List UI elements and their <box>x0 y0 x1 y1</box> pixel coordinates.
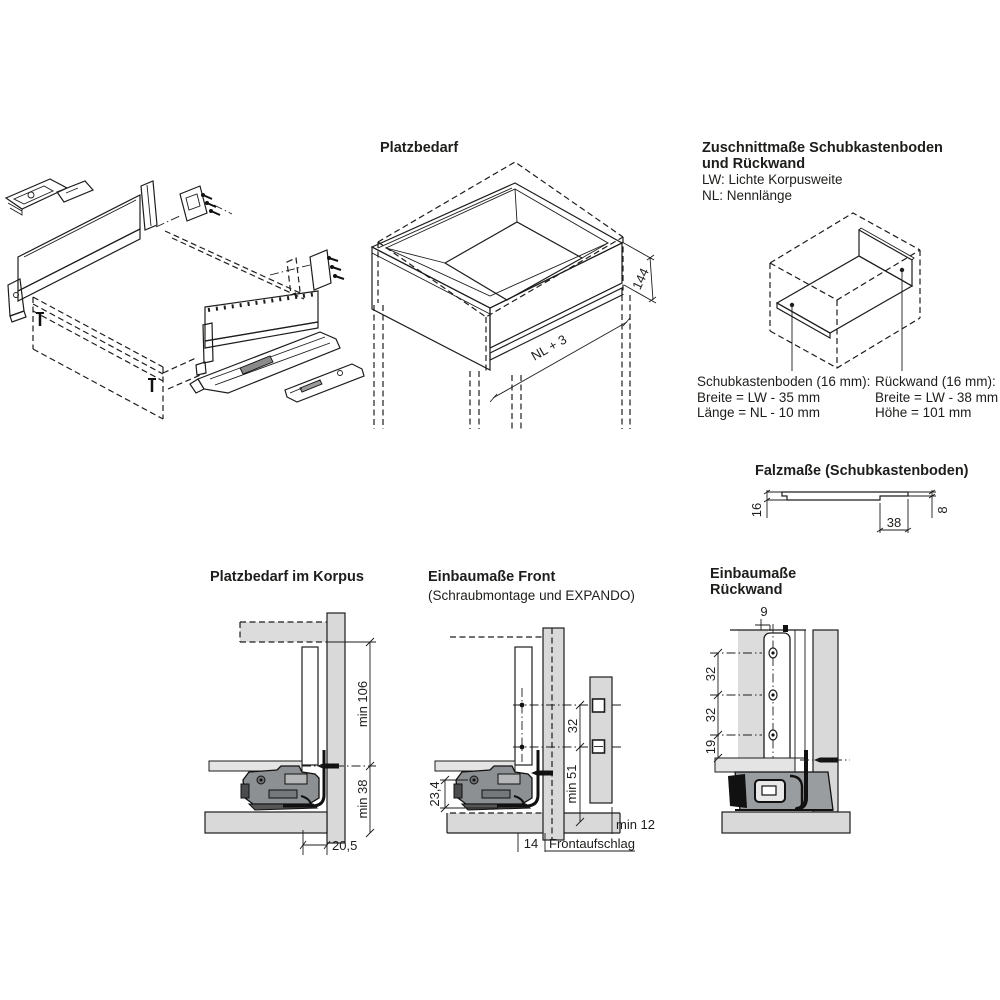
dim-min12-label: min 12 <box>616 817 655 832</box>
rear-mechanism <box>728 750 834 811</box>
dim-min38-label: min 38 <box>355 779 370 818</box>
cabinet-bottom <box>721 811 851 834</box>
rueckwand-spec-hoehe: Höhe = 101 mm <box>875 405 972 420</box>
dim-left: 32 32 19 <box>703 648 723 763</box>
dim-bottom-row: 14 Frontaufschlag <box>517 833 635 852</box>
zuschnitt-title-line2: und Rückwand <box>702 156 806 172</box>
legend-lw: LW: Lichte Korpusweite <box>702 172 843 187</box>
locking-unit <box>284 363 365 403</box>
dim-19-label: 19 <box>703 740 718 754</box>
falz-drawing: 16 38 8 <box>749 489 950 533</box>
drawer-side-profile <box>301 646 319 766</box>
hook-tab <box>783 625 788 632</box>
front-subtitle: (Schraubmontage und EXPANDO) <box>428 588 635 603</box>
dim-height-144: 144 <box>621 241 657 304</box>
drawer-bottom-board <box>714 757 796 773</box>
hole-centerlines <box>710 652 762 736</box>
dim-16: 16 <box>749 489 787 518</box>
dashed-drawer-outline <box>769 212 921 369</box>
dim-bottom: 20,5 <box>299 830 357 855</box>
rear-profile <box>140 180 158 231</box>
zuschnitt-header: Zuschnittmaße Schubkastenboden und Rückw… <box>702 140 943 203</box>
dim-16-label: 16 <box>749 503 764 517</box>
boden-spec: Schubkastenboden (16 mm): Breite = LW - … <box>697 374 870 421</box>
dim-depth-nl3: NL + 3 <box>489 317 631 403</box>
mounting-bracket-right <box>269 249 345 296</box>
shelf-above <box>239 621 327 643</box>
korpus-title: Platzbedarf im Korpus <box>210 569 364 585</box>
drawer-box <box>370 182 624 371</box>
runner-mechanism <box>453 765 533 811</box>
dim-height-label: 144 <box>629 266 652 292</box>
dim-min106-label: min 106 <box>355 681 370 727</box>
dashed-clearance-box <box>373 161 631 429</box>
korpus-drawing: min 106 min 38 20,5 <box>204 612 376 855</box>
dim-right: min 106 min 38 <box>327 637 376 838</box>
rueckwand-spec: Rückwand (16 mm): Breite = LW - 38 mm Hö… <box>875 374 998 421</box>
bottom-hook-profile <box>283 750 326 808</box>
rueckwand-spec-title: Rückwand (16 mm): <box>875 374 996 389</box>
front-screw <box>531 770 553 776</box>
dim-14-label: 14 <box>524 836 538 851</box>
platzbedarf-drawing: 144 NL + 3 <box>370 161 657 429</box>
boden-spec-title: Schubkastenboden (16 mm): <box>697 374 871 389</box>
dim-min12: min 12 <box>594 807 655 834</box>
mounting-bracket-left <box>155 185 233 228</box>
rueckwand-einbau-header: Einbaumaße Rückwand <box>710 566 796 598</box>
drawer-side-upper <box>7 194 141 323</box>
back-sheet-profile <box>794 630 806 759</box>
rueckwand-leader-dot <box>899 267 905 273</box>
dim-32a-label: 32 <box>703 667 718 681</box>
dim-234: 23,4 <box>427 775 498 813</box>
rueckwand-einbau-title2: Rückwand <box>710 582 783 598</box>
legend-nl: NL: Nennlänge <box>702 187 793 203</box>
rueckwand-spec-breite: Breite = LW - 38 mm <box>875 389 999 405</box>
dim-32-label: 32 <box>565 719 580 733</box>
dim-38-label: 38 <box>887 515 901 530</box>
dim-205-label: 20,5 <box>332 838 357 853</box>
cabinet-bottom <box>446 812 621 834</box>
runner-unit <box>189 331 341 394</box>
runner-mechanism <box>240 765 320 811</box>
frontaufschlag-label: Frontaufschlag <box>549 836 635 851</box>
latch-unit <box>4 178 69 216</box>
boden-spec-breite: Breite = LW - 35 mm <box>697 389 821 405</box>
exploded-assembly-drawing <box>4 178 365 420</box>
dim-9: 9 <box>755 604 771 631</box>
back-bracket <box>763 624 791 770</box>
rueckwand-panel <box>858 227 915 288</box>
zuschnitt-title-line1: Zuschnittmaße Schubkastenboden <box>702 140 943 156</box>
dim-right: 32 min 51 <box>564 700 585 827</box>
boden-panel <box>775 255 914 340</box>
front-screw <box>302 763 376 769</box>
drawer-side-lower <box>195 290 319 376</box>
dim-234-label: 23,4 <box>427 781 442 806</box>
bottom-hook-profile <box>497 750 540 808</box>
platzbedarf-title: Platzbedarf <box>380 140 459 156</box>
rueckwand-einbau-drawing: 9 <box>703 604 851 834</box>
board-profile <box>781 491 909 501</box>
zuschnitt-drawing <box>769 212 921 371</box>
dim-38: 38 <box>876 499 912 533</box>
boden-spec-laenge: Länge = NL - 10 mm <box>697 405 820 420</box>
dim-min51-label: min 51 <box>564 764 579 803</box>
cabinet-bottom <box>204 811 328 834</box>
boden-leader-dot <box>789 302 795 308</box>
front-title: Einbaumaße Front <box>428 569 556 585</box>
falz-title: Falzmaße (Schubkastenboden) <box>755 463 969 479</box>
rear-screw <box>800 757 850 763</box>
front-drawing: 32 min 51 23,4 min 12 14 Frontaufschlag <box>427 627 655 852</box>
rueckwand-einbau-title1: Einbaumaße <box>710 566 797 582</box>
front-panel <box>326 612 346 844</box>
dashed-edge <box>164 230 301 294</box>
dashed-front-panel <box>32 296 206 420</box>
small-bracket <box>56 180 95 203</box>
front-panel <box>542 627 565 841</box>
dim-8: 8 <box>908 489 950 518</box>
dim-9-label: 9 <box>760 604 767 619</box>
dashed-edge <box>171 237 305 300</box>
expando-strip <box>589 676 613 804</box>
dim-8-label: 8 <box>935 506 950 513</box>
dim-32b-label: 32 <box>703 708 718 722</box>
